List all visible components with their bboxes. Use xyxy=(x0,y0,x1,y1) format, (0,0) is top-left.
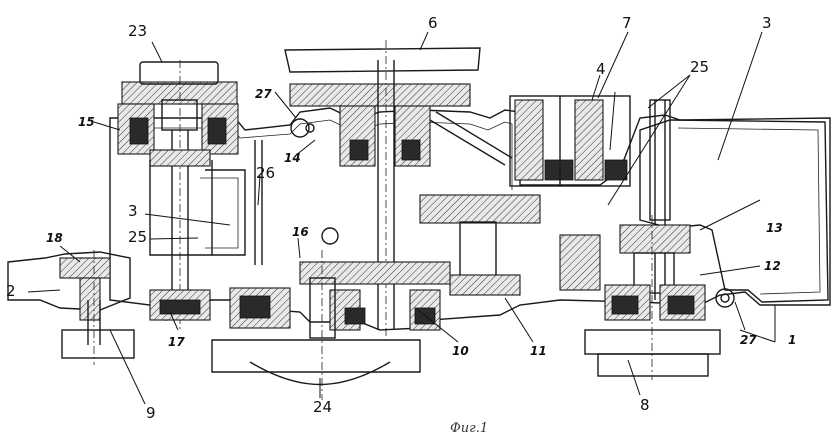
left-inner-cavity xyxy=(149,140,263,265)
left-lower-input xyxy=(7,250,211,365)
label-23: 23 xyxy=(128,22,147,40)
label-12: 12 xyxy=(764,259,781,273)
label-1: 1 xyxy=(788,333,796,347)
label-27-top: 27 xyxy=(255,87,272,101)
leader-lines xyxy=(27,31,776,405)
label-13: 13 xyxy=(766,221,783,235)
label-14: 14 xyxy=(284,151,301,165)
label-26: 26 xyxy=(256,164,275,182)
label-15: 15 xyxy=(78,115,95,129)
label-7: 7 xyxy=(622,14,632,32)
label-3-top: 3 xyxy=(762,14,772,32)
label-3-left: 3 xyxy=(128,202,138,220)
label-6: 6 xyxy=(428,14,438,32)
label-9: 9 xyxy=(146,404,156,422)
label-25-left: 25 xyxy=(128,228,147,246)
top-right-motor-block xyxy=(509,95,671,300)
label-2: 2 xyxy=(6,282,16,300)
label-17: 17 xyxy=(168,335,185,349)
center-gear-cluster xyxy=(211,194,541,400)
label-4: 4 xyxy=(596,60,606,78)
top-center-assembly xyxy=(284,40,513,340)
reference-labels: 23 6 7 3 4 25 27 15 14 26 3 16 25 18 2 1… xyxy=(6,14,796,436)
label-10: 10 xyxy=(452,344,469,358)
label-16: 16 xyxy=(292,225,309,239)
label-25-top: 25 xyxy=(690,58,709,76)
right-lower-assembly xyxy=(559,215,735,380)
label-11: 11 xyxy=(530,344,547,358)
label-27-right: 27 xyxy=(740,333,757,347)
left-upper-shaft xyxy=(117,60,239,330)
label-8: 8 xyxy=(640,396,650,414)
label-18: 18 xyxy=(46,231,63,245)
figure-caption: Фиг.1 xyxy=(450,421,488,436)
label-24: 24 xyxy=(313,398,332,416)
